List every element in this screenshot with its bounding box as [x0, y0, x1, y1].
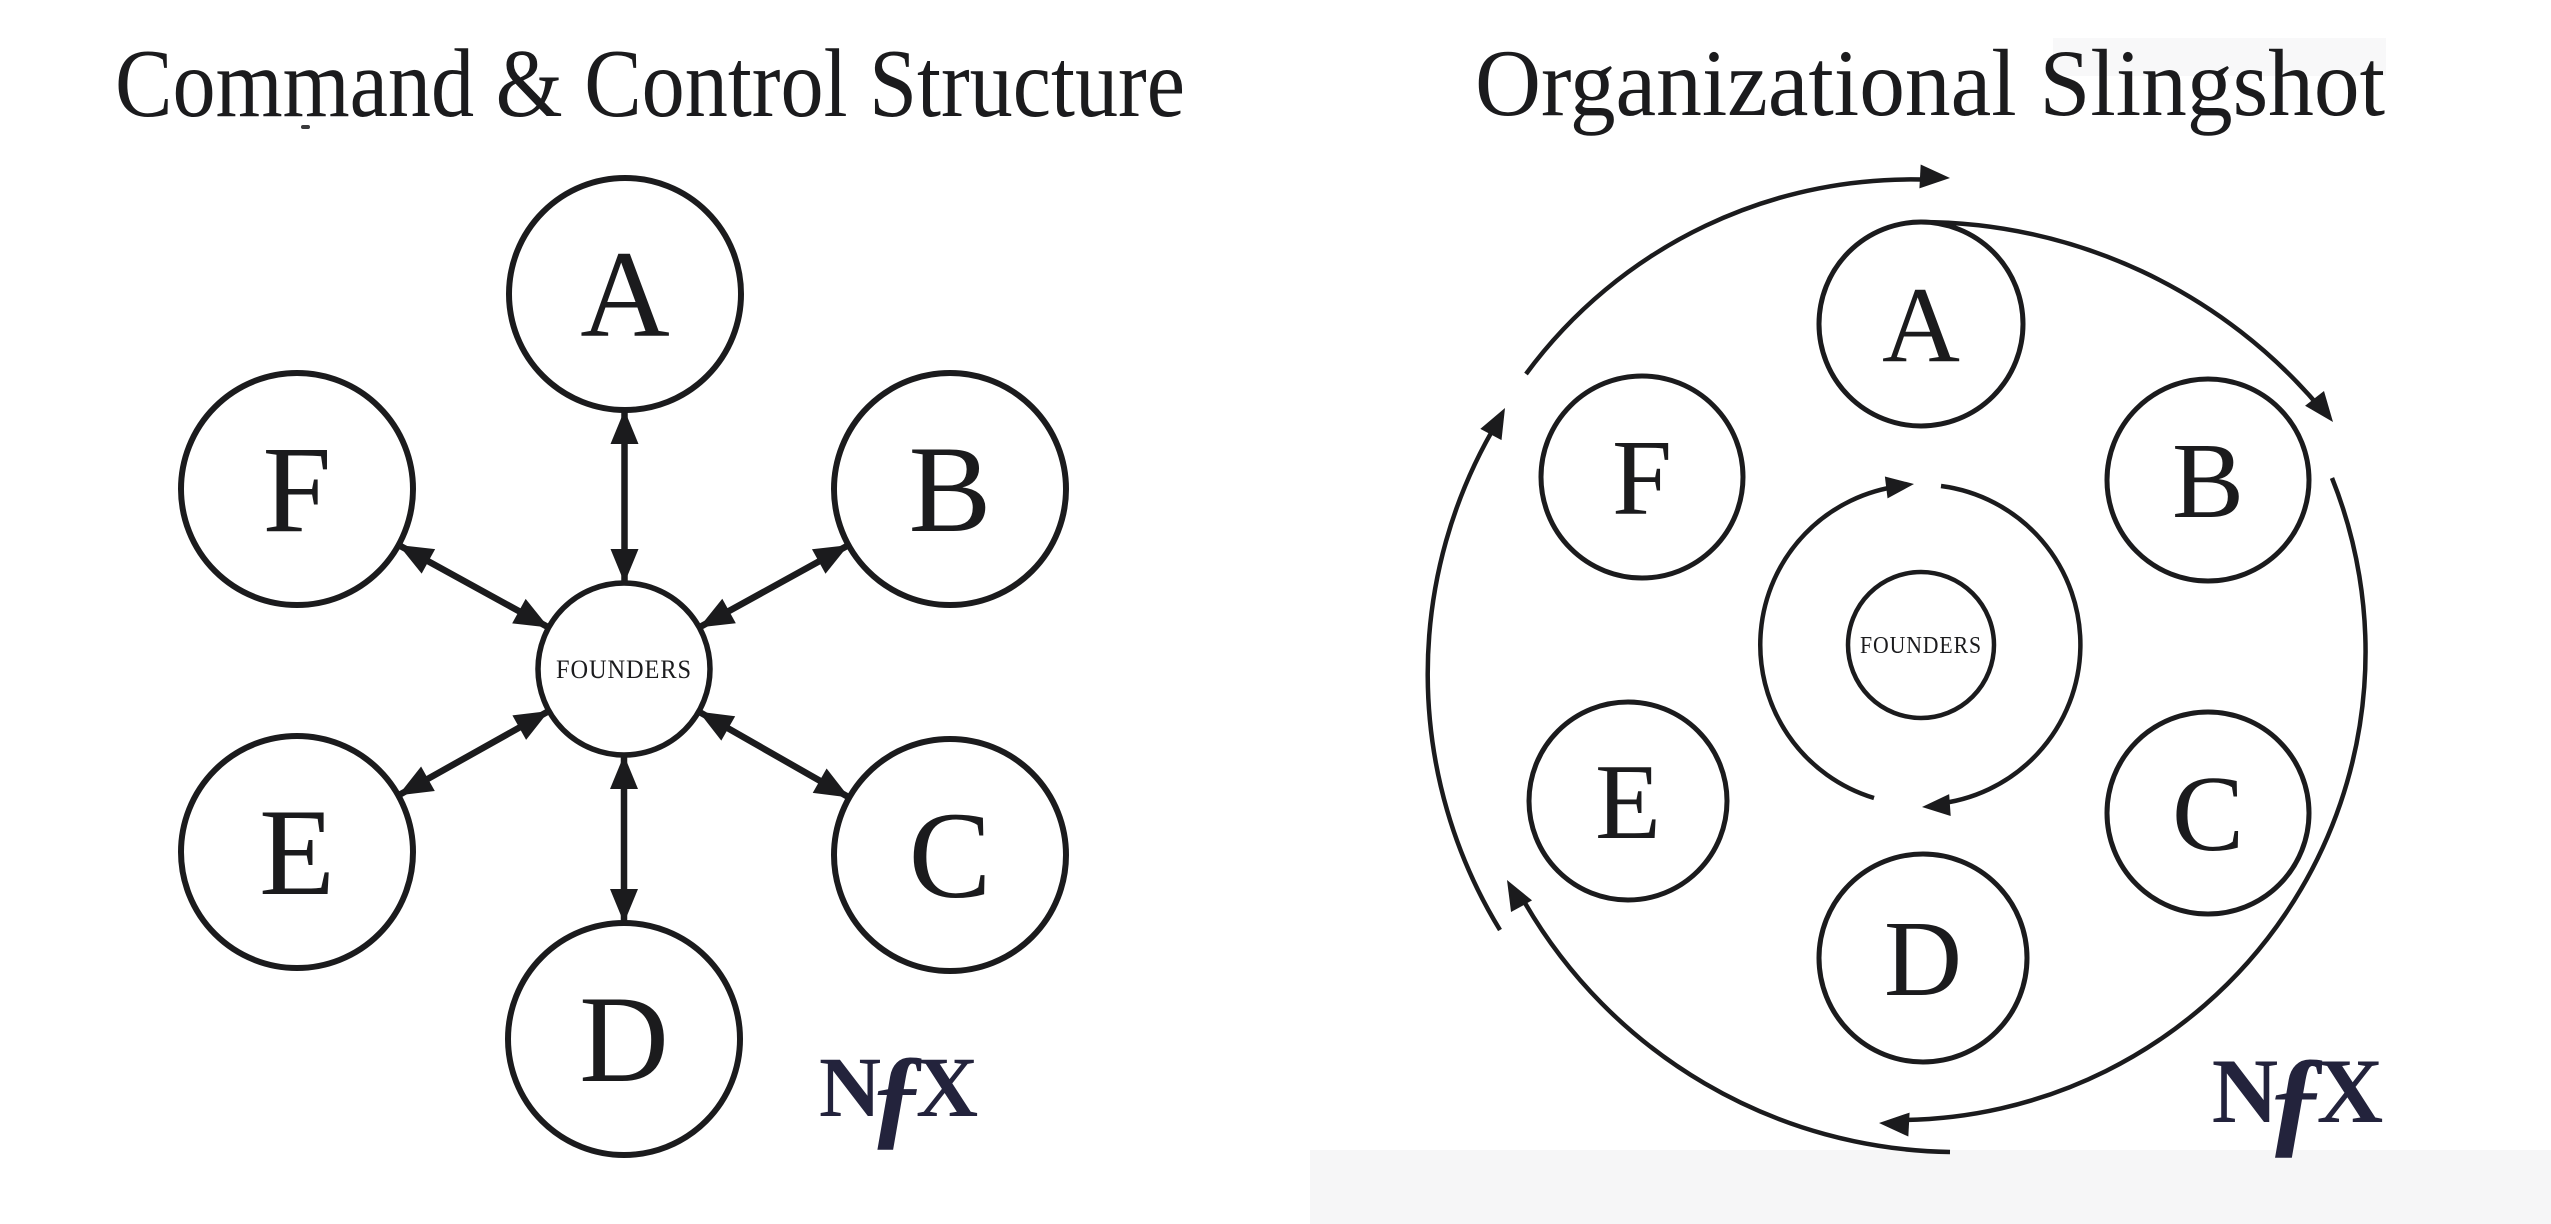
command-control-diagram: Command & Control Structure — [115, 30, 1185, 1159]
brand-letter-f: ƒ — [2266, 1033, 2327, 1168]
node-label-a: A — [1882, 266, 1960, 385]
node-circle-b — [831, 370, 1069, 608]
organizational-slingshot-diagram: Organizational Slingshot — [1425, 30, 2385, 1168]
node-circle-f — [178, 370, 416, 608]
arrowhead — [610, 410, 639, 444]
brand-letter-x: X — [916, 1039, 978, 1135]
arrowhead — [610, 889, 638, 923]
brand-letter-f: ƒ — [869, 1032, 926, 1159]
node-label-d: D — [1884, 900, 1962, 1019]
outer-ring-arc-right-bottom — [1899, 477, 2368, 1123]
node-circle-c — [2104, 709, 2312, 917]
outer-ring-arc-top-right — [1919, 219, 2324, 412]
nfx-logo-right: N ƒ X — [2212, 1033, 2383, 1168]
left-diagram-title: Command & Control Structure — [115, 30, 1185, 137]
node-label-b: B — [2172, 422, 2244, 541]
rotation-arrowhead — [1884, 476, 1914, 499]
brand-letter-n: N — [2212, 1040, 2278, 1142]
node-circle-e — [1526, 699, 1730, 903]
rotation-arrowhead — [1922, 794, 1951, 817]
inner-ring-arc-left — [1758, 483, 1902, 801]
arrowhead — [812, 768, 850, 798]
rotation-arrowhead — [2305, 390, 2333, 422]
arrowhead — [398, 766, 435, 796]
founders-label: FOUNDERS — [1860, 633, 1982, 659]
outer-ring-arc-left — [1425, 419, 1502, 932]
outer-ring-arc-top-left — [1524, 177, 1935, 376]
arrowhead — [610, 755, 638, 789]
brand-letter-n: N — [819, 1039, 881, 1135]
scan-artifact-band — [1310, 1150, 2551, 1224]
right-diagram-title: Organizational Slingshot — [1475, 30, 2385, 136]
node-label-a: A — [580, 226, 670, 363]
node-label-b: B — [909, 421, 992, 558]
node-label-d: D — [579, 971, 669, 1108]
title-underline-mark — [301, 125, 310, 129]
arrowhead — [811, 545, 849, 574]
node-label-c: C — [2172, 755, 2244, 874]
node-label-f: F — [1612, 419, 1672, 538]
rotation-arrowhead — [1480, 408, 1505, 441]
node-circle-b — [2104, 376, 2312, 584]
arrowhead — [512, 711, 549, 740]
node-label-c: C — [909, 787, 992, 924]
arrowhead — [398, 545, 436, 574]
outer-ring-arc-bottom-left — [1523, 901, 1951, 1155]
arrowhead — [699, 598, 736, 628]
node-circle-e — [178, 733, 416, 971]
rotation-arrowhead — [1507, 880, 1533, 913]
node-label-e: E — [259, 784, 335, 921]
arrowhead — [610, 549, 639, 583]
rotation-arrowhead — [1919, 164, 1950, 189]
inner-ring-arc-right — [1934, 483, 2083, 807]
outer-rotation-ring — [1425, 164, 2368, 1155]
node-label-f: F — [263, 421, 332, 558]
arrowheads-left — [398, 410, 850, 923]
node-circle-d — [1816, 851, 2030, 1065]
inner-rotation-ring — [1758, 476, 2083, 817]
rotation-arrowhead — [1879, 1112, 1910, 1137]
founders-label: FOUNDERS — [556, 655, 692, 684]
node-circle-f — [1538, 373, 1746, 581]
scan-artifact-patch — [2053, 38, 2386, 76]
founders-circle — [1845, 569, 1997, 721]
node-circle-c — [831, 736, 1069, 974]
brand-letter-x: X — [2317, 1040, 2383, 1142]
nfx-logo-left: N ƒ X — [819, 1032, 978, 1159]
arrowhead — [698, 711, 736, 741]
node-label-e: E — [1595, 743, 1661, 862]
arrowhead — [512, 598, 549, 628]
